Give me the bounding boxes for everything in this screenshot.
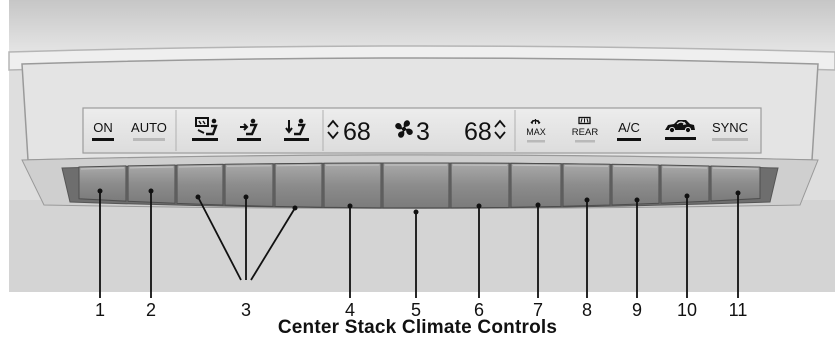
auto-indicator — [133, 138, 165, 141]
defrost-floor-mode-icon — [192, 117, 218, 141]
ac-label: A/C — [618, 120, 640, 135]
sync-button-highlight — [712, 167, 759, 170]
vent-mode-icon — [237, 118, 261, 141]
callout-6: 6 — [474, 300, 484, 320]
recirculation-button-highlight — [662, 166, 708, 169]
defrost-floor-button-highlight — [178, 165, 222, 168]
callout-numbers: 1 2 3 4 5 6 7 8 9 10 11 — [95, 300, 747, 320]
auto-button-highlight — [129, 166, 174, 169]
auto-button[interactable] — [127, 164, 176, 204]
callout-3: 3 — [241, 300, 251, 320]
callout-10: 10 — [677, 300, 697, 320]
sync-button[interactable] — [710, 165, 761, 202]
max-defrost-button[interactable] — [510, 162, 562, 208]
callout-7: 7 — [533, 300, 543, 320]
callout-8: 8 — [582, 300, 592, 320]
leader-line-3c — [250, 207, 296, 281]
temp-left-button[interactable] — [323, 162, 382, 209]
vent-button[interactable] — [224, 163, 274, 207]
callout-2: 2 — [146, 300, 156, 320]
display-screen — [82, 107, 762, 154]
rear-defrost-icon — [578, 116, 591, 125]
callout-lines — [99, 191, 739, 298]
leader-line-3a — [197, 196, 242, 281]
sync-label: SYNC — [712, 120, 748, 135]
ac-button-highlight — [613, 165, 658, 168]
rear-indicator — [575, 140, 595, 143]
callout-dots — [97, 188, 741, 215]
callout-4: 4 — [345, 300, 355, 320]
ac-indicator — [617, 138, 641, 141]
sync-indicator — [712, 138, 748, 141]
rear-defrost-button-highlight — [564, 165, 609, 167]
on-button-highlight — [80, 167, 125, 170]
floor-button[interactable] — [274, 162, 323, 208]
callout-11: 11 — [729, 300, 748, 320]
on-indicator — [92, 138, 114, 141]
fan-icon — [395, 120, 413, 138]
recirculation-button[interactable] — [660, 164, 710, 204]
car-recirculation-icon — [665, 120, 696, 140]
rear-label: REAR — [572, 127, 599, 138]
temp-left-arrows-icon — [327, 119, 339, 140]
callout-5: 5 — [411, 300, 421, 320]
fan-speed-value: 3 — [416, 118, 430, 146]
vent-button-highlight — [226, 165, 272, 167]
callout-1: 1 — [95, 300, 105, 320]
temp-right-button[interactable] — [450, 162, 510, 209]
max-label: MAX — [526, 127, 546, 137]
on-button[interactable] — [78, 165, 127, 202]
floor-mode-icon — [284, 118, 309, 141]
fan-button[interactable] — [382, 162, 450, 209]
rear-defrost-button[interactable] — [562, 163, 611, 207]
temp-right-value: 68 — [464, 118, 492, 146]
max-indicator — [527, 140, 545, 143]
display-labels: ON AUTO 68 — [92, 116, 748, 146]
temp-left-value: 68 — [343, 118, 371, 146]
on-label: ON — [93, 120, 113, 135]
auto-label: AUTO — [131, 120, 167, 135]
defrost-floor-button[interactable] — [176, 163, 224, 206]
figure-caption: Center Stack Climate Controls — [277, 317, 558, 338]
callout-9: 9 — [632, 300, 642, 320]
ac-button[interactable] — [611, 163, 660, 206]
front-defrost-icon — [530, 119, 541, 125]
buttons — [78, 162, 761, 209]
temp-right-arrows-icon — [494, 119, 506, 140]
